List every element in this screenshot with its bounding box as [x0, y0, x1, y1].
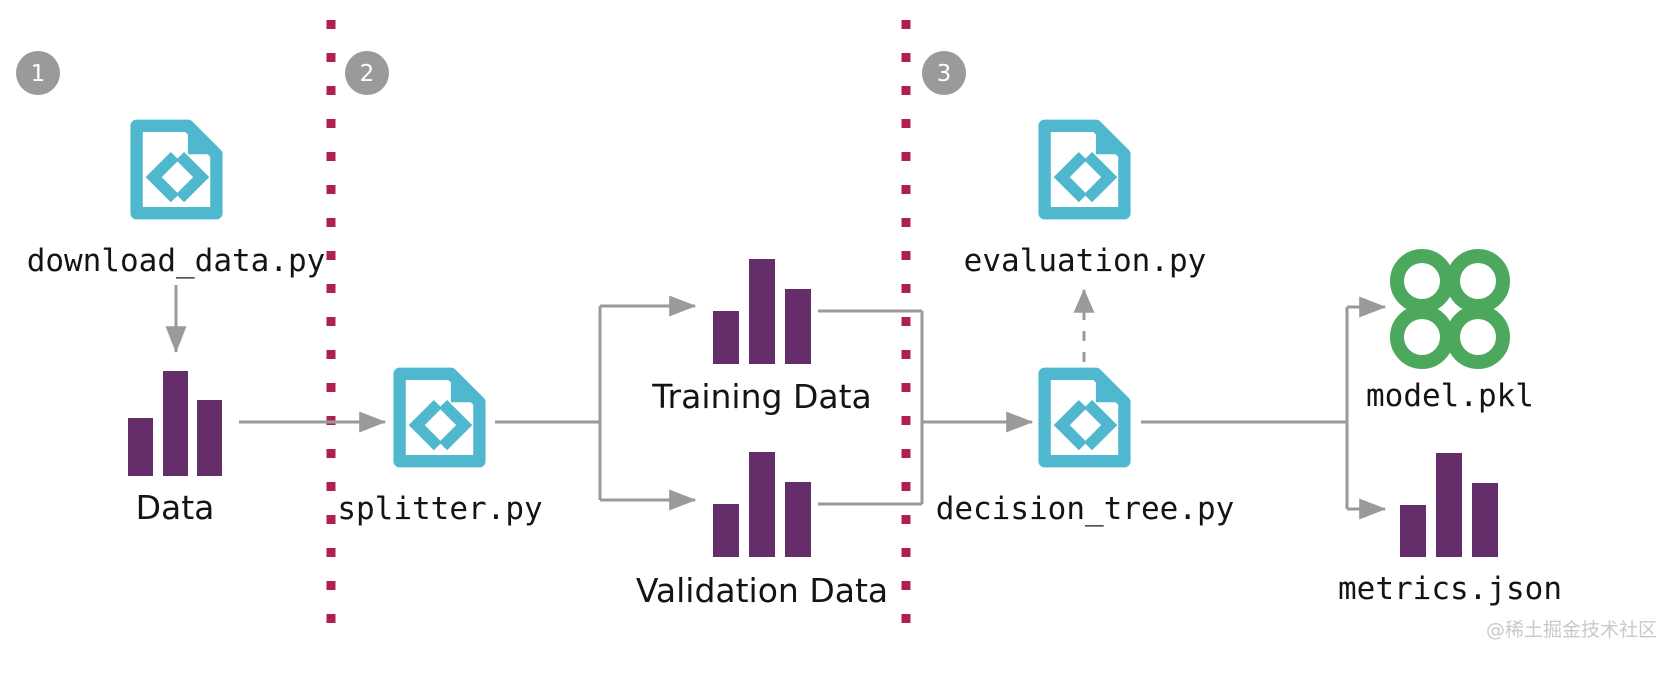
node-validation-data-label: Validation Data — [636, 571, 888, 610]
node-download-data[interactable]: download_data.py — [27, 126, 326, 279]
node-data[interactable]: Data — [128, 371, 222, 527]
bar-chart-icon — [713, 452, 811, 557]
script-file-icon — [1045, 126, 1125, 213]
node-validation-data[interactable]: Validation Data — [636, 452, 888, 610]
node-data-label: Data — [136, 488, 215, 527]
node-decision-tree[interactable]: decision_tree.py — [936, 374, 1235, 527]
stage-badge-3-number: 3 — [937, 61, 952, 87]
connector-decision-tree-to-outputs — [1141, 296, 1387, 520]
bar-chart-icon — [713, 259, 811, 364]
connector-datasets-to-decision-tree — [818, 309, 1034, 506]
node-metrics-json-label: metrics.json — [1338, 571, 1562, 607]
script-file-icon — [400, 374, 480, 461]
stage-badge-1: 1 — [16, 51, 60, 95]
script-file-icon — [1045, 374, 1125, 461]
stage-badge-2: 2 — [345, 51, 389, 95]
connector-splitter-to-split-bus — [495, 295, 697, 511]
node-model-pkl-label: model.pkl — [1366, 378, 1534, 414]
stage-badge-3: 3 — [922, 51, 966, 95]
node-decision-tree-label: decision_tree.py — [936, 491, 1235, 527]
node-download-data-label: download_data.py — [27, 243, 326, 279]
bar-chart-icon — [1400, 453, 1498, 557]
node-splitter-label: splitter.py — [337, 491, 542, 527]
script-file-icon — [137, 126, 217, 213]
node-training-data[interactable]: Training Data — [651, 259, 872, 416]
node-evaluation[interactable]: evaluation.py — [964, 126, 1207, 279]
rings-icon — [1390, 249, 1510, 369]
bar-chart-icon — [128, 371, 222, 476]
node-evaluation-label: evaluation.py — [964, 243, 1207, 279]
node-model-pkl[interactable]: model.pkl — [1366, 249, 1534, 414]
watermark: @稀土掘金技术社区 — [1486, 619, 1657, 641]
stage-badge-2-number: 2 — [360, 61, 375, 87]
node-training-data-label: Training Data — [651, 377, 872, 416]
node-metrics-json[interactable]: metrics.json — [1338, 453, 1562, 607]
stage-badge-1-number: 1 — [31, 61, 46, 87]
node-splitter[interactable]: splitter.py — [337, 374, 543, 527]
